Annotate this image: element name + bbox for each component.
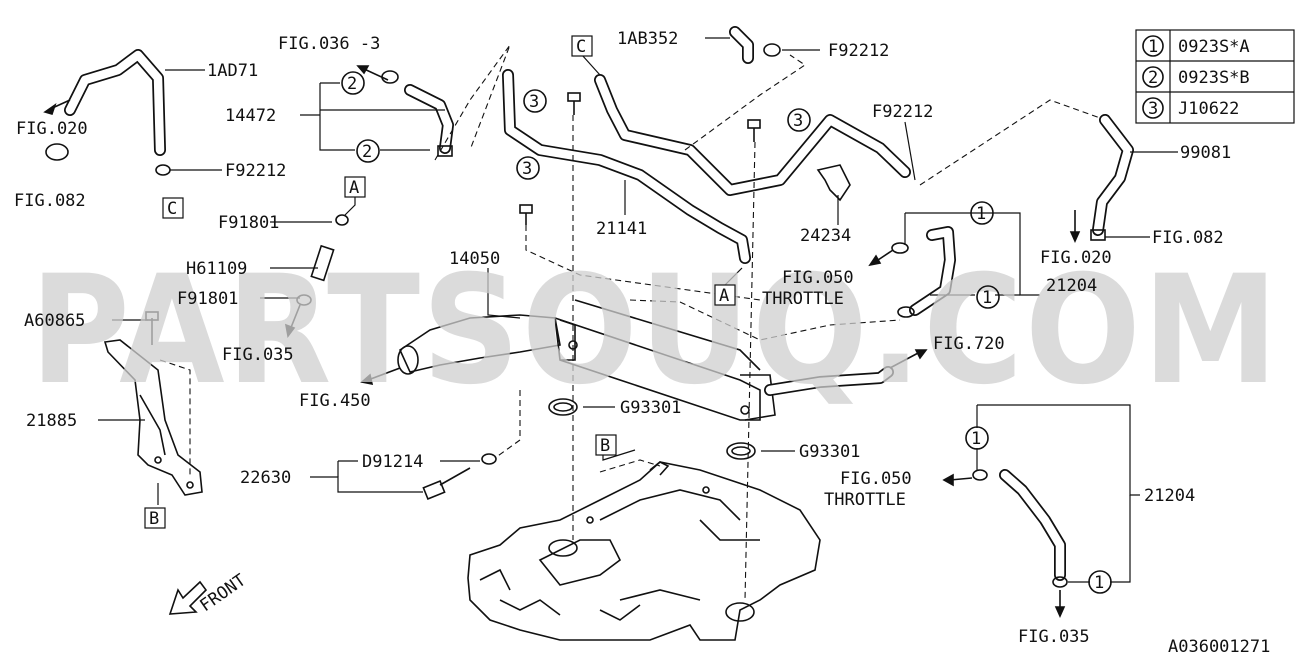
svg-text:1: 1 bbox=[982, 288, 992, 308]
callout-1-b: 1 bbox=[976, 285, 1000, 309]
label-f92212-mid: F92212 bbox=[872, 102, 933, 122]
svg-text:3: 3 bbox=[529, 92, 539, 112]
svg-text:2: 2 bbox=[347, 74, 357, 94]
label-fig050-b: FIG.050 bbox=[840, 469, 912, 489]
legend-row-3: 3 J10622 bbox=[1142, 97, 1239, 119]
label-fig720: FIG.720 bbox=[933, 334, 1005, 354]
label-f92212-left: F92212 bbox=[225, 161, 286, 181]
svg-text:A: A bbox=[349, 178, 359, 198]
bolts-j10622 bbox=[519, 92, 761, 225]
label-fig036-3: FIG.036 -3 bbox=[278, 34, 380, 54]
label-fig035-right: FIG.035 bbox=[1018, 627, 1090, 647]
svg-text:3: 3 bbox=[793, 111, 803, 131]
hose-1ad71 bbox=[45, 49, 171, 176]
legend-row-2: 2 0923S*B bbox=[1142, 66, 1250, 88]
label-fig020-left: FIG.020 bbox=[16, 119, 88, 139]
hose-14472 bbox=[381, 70, 454, 157]
hose-1ab352 bbox=[729, 26, 781, 64]
label-14472: 14472 bbox=[225, 106, 276, 126]
svg-text:3: 3 bbox=[1148, 99, 1158, 119]
label-1ad71: 1AD71 bbox=[207, 61, 258, 81]
svg-text:1: 1 bbox=[1094, 573, 1104, 593]
bracket-21885 bbox=[103, 311, 203, 496]
svg-text:3: 3 bbox=[522, 159, 532, 179]
label-21141: 21141 bbox=[596, 219, 647, 239]
label-21885: 21885 bbox=[26, 411, 77, 431]
label-fig450: FIG.450 bbox=[299, 391, 371, 411]
label-21204-b: 21204 bbox=[1144, 486, 1195, 506]
hose-fig720 bbox=[764, 366, 894, 396]
gaskets-g93301 bbox=[548, 398, 756, 460]
legend-table: 1 0923S*A 2 0923S*B 3 J10622 bbox=[1135, 29, 1295, 124]
label-fig082-right: FIG.082 bbox=[1152, 228, 1224, 248]
callout-1-c: 1 bbox=[965, 426, 989, 450]
callout-b-center: B bbox=[595, 434, 617, 456]
callout-3-b: 3 bbox=[787, 108, 811, 132]
label-f91801-b: F91801 bbox=[177, 289, 238, 309]
hose-21204-upper bbox=[891, 226, 956, 318]
svg-text:0923S*A: 0923S*A bbox=[1178, 37, 1250, 57]
svg-text:C: C bbox=[576, 37, 586, 57]
callout-c-top: C bbox=[571, 35, 593, 57]
label-throttle-b: THROTTLE bbox=[824, 490, 906, 510]
svg-text:A: A bbox=[719, 286, 729, 306]
svg-text:1: 1 bbox=[1148, 37, 1158, 57]
engine-block bbox=[467, 461, 821, 641]
label-f91801-a: F91801 bbox=[218, 213, 279, 233]
label-99081: 99081 bbox=[1180, 143, 1231, 163]
label-14050: 14050 bbox=[449, 249, 500, 269]
label-g93301-a: G93301 bbox=[620, 398, 681, 418]
svg-text:2: 2 bbox=[1148, 68, 1158, 88]
svg-text:1: 1 bbox=[976, 204, 986, 224]
callout-1-a: 1 bbox=[970, 201, 994, 225]
label-g93301-b: G93301 bbox=[799, 442, 860, 462]
diagram-code: A036001271 bbox=[1168, 637, 1270, 653]
label-21204-a: 21204 bbox=[1046, 276, 1097, 296]
label-front: FRONT bbox=[196, 570, 249, 616]
svg-text:B: B bbox=[600, 436, 610, 456]
label-1ab352: 1AB352 bbox=[617, 29, 678, 49]
callout-3-a: 3 bbox=[523, 89, 547, 113]
callout-a-left: A bbox=[344, 176, 366, 198]
callout-2-bottom: 2 bbox=[356, 139, 380, 163]
label-fig050-a: FIG.050 bbox=[782, 268, 854, 288]
svg-text:J10622: J10622 bbox=[1178, 99, 1239, 119]
label-throttle-a: THROTTLE bbox=[762, 289, 844, 309]
legend-row-1: 1 0923S*A bbox=[1142, 35, 1250, 57]
callout-c-left: C bbox=[162, 197, 184, 219]
label-f92212-top: F92212 bbox=[828, 41, 889, 61]
label-22630: 22630 bbox=[240, 468, 291, 488]
svg-text:C: C bbox=[167, 199, 177, 219]
hose-21204-lower bbox=[972, 469, 1068, 588]
label-fig082-left: FIG.082 bbox=[14, 191, 86, 211]
reference-lines bbox=[159, 44, 1101, 601]
svg-text:0923S*B: 0923S*B bbox=[1178, 68, 1250, 88]
svg-text:2: 2 bbox=[362, 142, 372, 162]
label-fig020-right: FIG.020 bbox=[1040, 248, 1112, 268]
callout-a-right: A bbox=[714, 284, 736, 306]
label-h61109: H61109 bbox=[186, 259, 247, 279]
sensor-22630 bbox=[422, 453, 497, 500]
callout-1-d: 1 bbox=[1088, 570, 1112, 594]
label-24234: 24234 bbox=[800, 226, 851, 246]
svg-text:1: 1 bbox=[971, 429, 981, 449]
sleeve-h61109 bbox=[296, 214, 349, 306]
callout-3-c: 3 bbox=[516, 156, 540, 180]
svg-text:B: B bbox=[149, 509, 159, 529]
front-arrow-icon bbox=[168, 580, 208, 615]
label-a60865: A60865 bbox=[24, 311, 85, 331]
hose-99081 bbox=[1090, 114, 1134, 241]
callout-2-top: 2 bbox=[341, 71, 365, 95]
label-d91214: D91214 bbox=[362, 452, 423, 472]
direction-arrows bbox=[43, 65, 1081, 618]
label-fig035-left: FIG.035 bbox=[222, 345, 294, 365]
callout-b-left: B bbox=[144, 507, 166, 529]
bracket-24234 bbox=[816, 164, 851, 202]
watermark: PARTSOUQ.COM bbox=[30, 244, 1280, 418]
coolant-pipe-21141 bbox=[502, 69, 911, 264]
